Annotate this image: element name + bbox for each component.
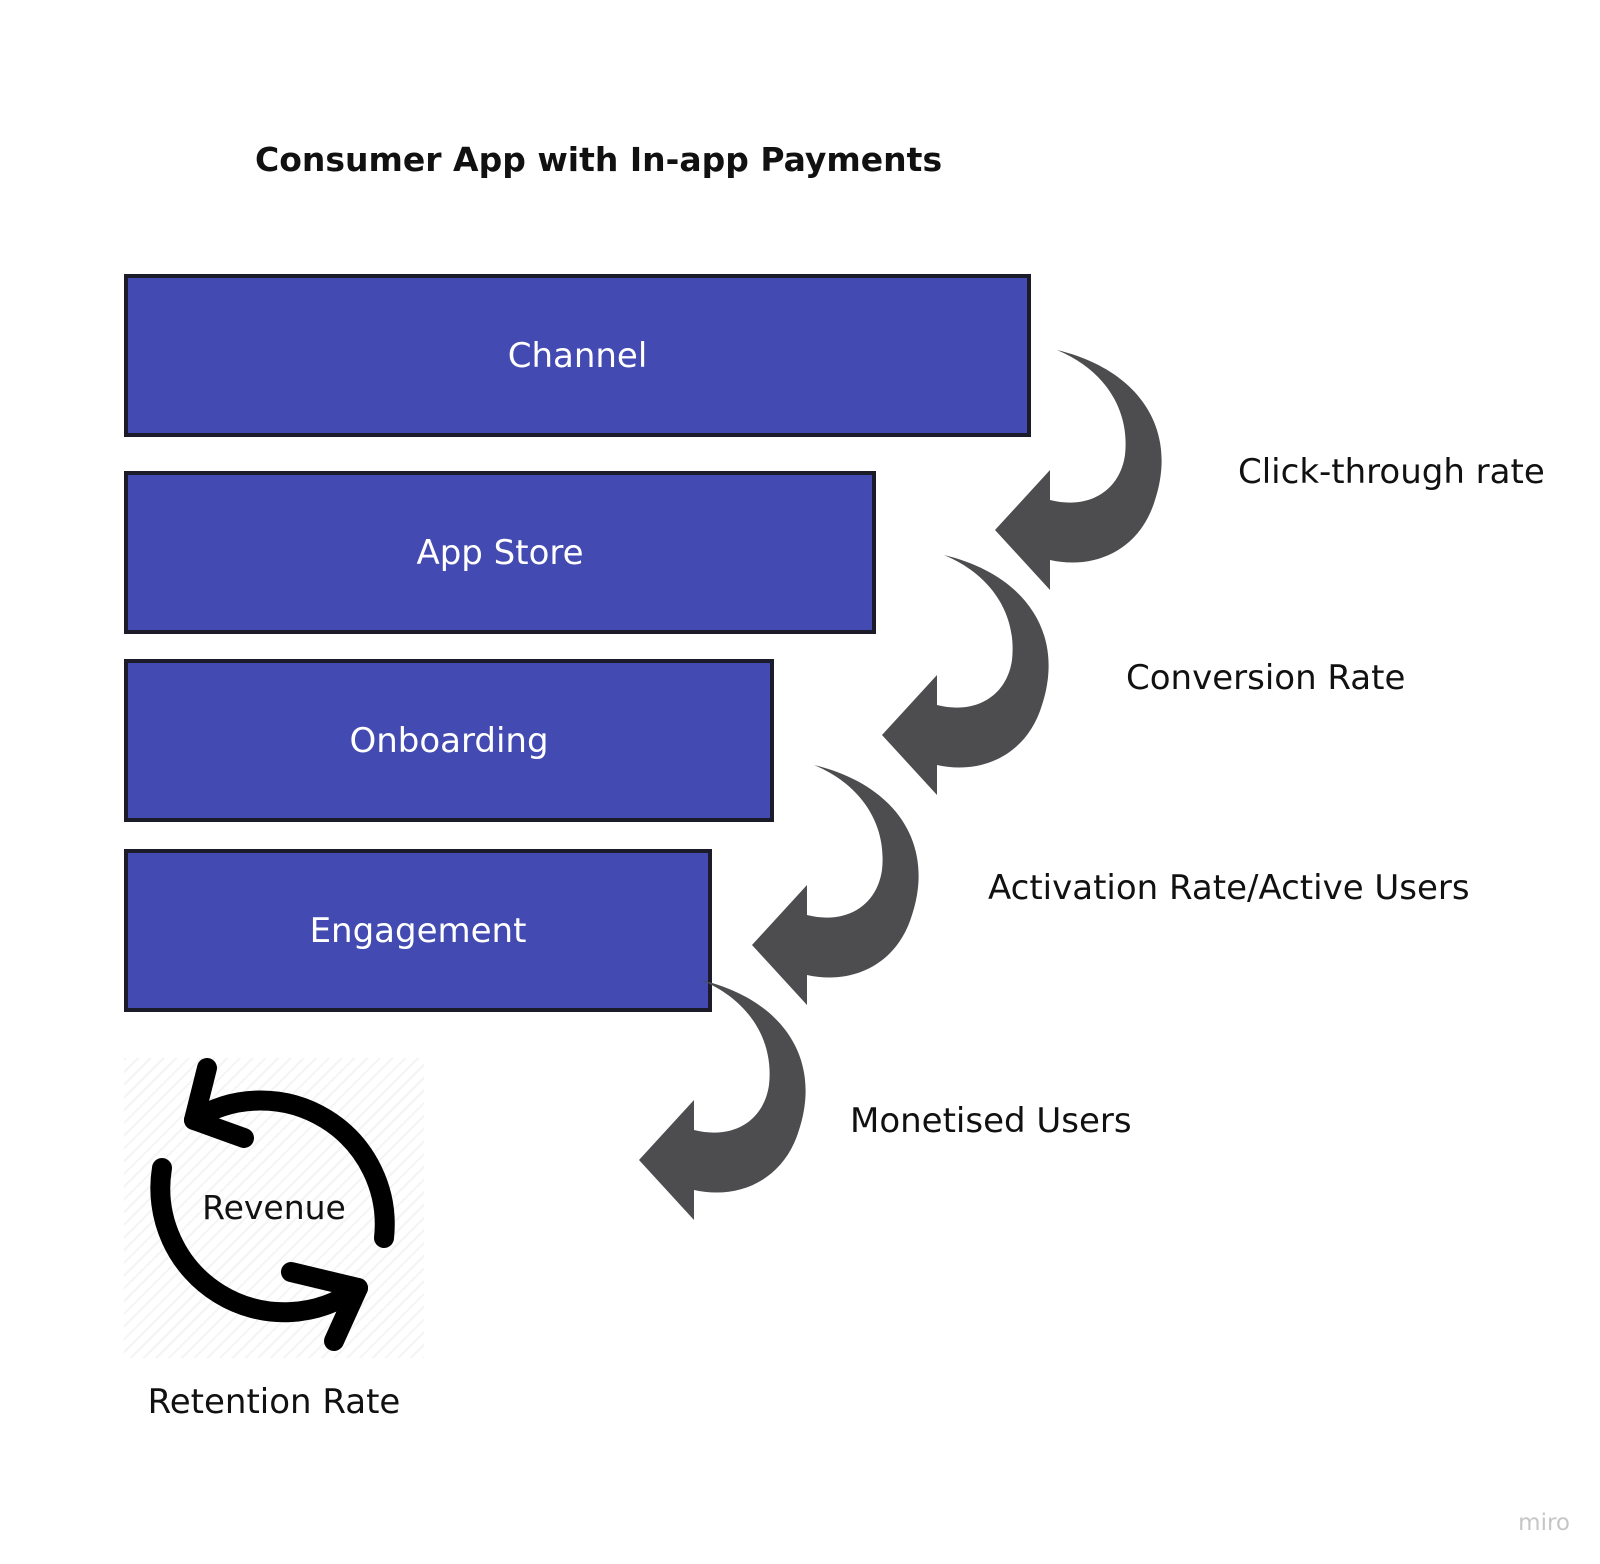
funnel-stage-label: Onboarding bbox=[349, 720, 549, 761]
curved-arrow-icon bbox=[995, 350, 1162, 590]
curved-arrow-icon bbox=[752, 765, 919, 1005]
funnel-stage-app-store: App Store bbox=[124, 471, 876, 634]
funnel-stage-label: App Store bbox=[416, 532, 584, 573]
funnel-stage-engagement: Engagement bbox=[124, 849, 712, 1012]
revenue-cycle: Revenue bbox=[124, 1058, 424, 1358]
curved-arrow-icon bbox=[882, 555, 1049, 795]
curved-arrow-icon bbox=[639, 980, 806, 1220]
funnel-stage-label: Engagement bbox=[309, 910, 527, 951]
miro-watermark: miro bbox=[1518, 1510, 1570, 1536]
refresh-cycle-icon bbox=[150, 1058, 395, 1351]
diagram-title: Consumer App with In-app Payments bbox=[255, 140, 943, 179]
funnel-stage-onboarding: Onboarding bbox=[124, 659, 774, 822]
retention-rate-label: Retention Rate bbox=[147, 1382, 401, 1422]
metric-label-conversion-rate: Conversion Rate bbox=[1126, 658, 1406, 698]
revenue-label: Revenue bbox=[202, 1188, 346, 1227]
metric-label-activation-rate: Activation Rate/Active Users bbox=[988, 868, 1470, 908]
funnel-stage-label: Channel bbox=[507, 335, 648, 376]
funnel-stage-channel: Channel bbox=[124, 274, 1031, 437]
metric-label-monetised-users: Monetised Users bbox=[850, 1101, 1132, 1141]
metric-label-click-through-rate: Click-through rate bbox=[1238, 452, 1545, 492]
